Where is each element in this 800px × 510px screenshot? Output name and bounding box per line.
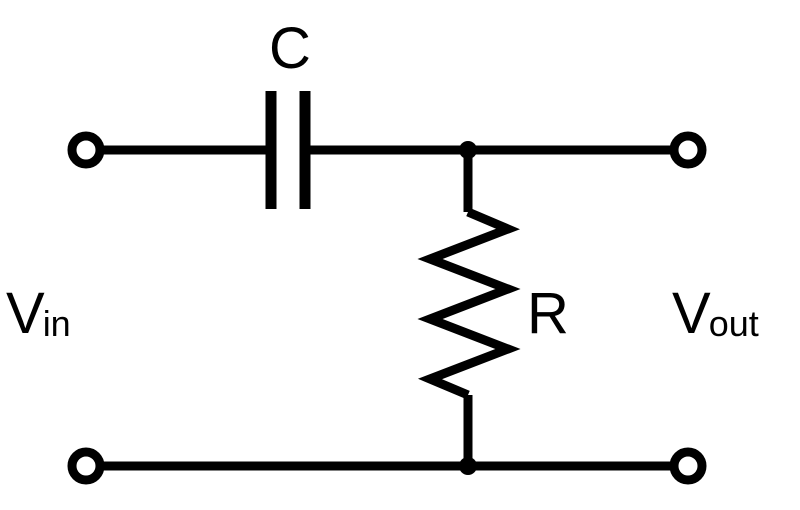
input-voltage-subscript: in	[43, 303, 71, 344]
terminal-output-top	[669, 131, 707, 169]
resistor-zigzag	[417, 207, 521, 400]
input-voltage-main: V	[6, 281, 45, 346]
input-voltage-label: Vin	[6, 281, 71, 346]
junction-top	[459, 141, 477, 159]
capacitor-label: C	[269, 16, 311, 81]
output-voltage-subscript: out	[709, 303, 759, 344]
terminal-input-top	[67, 131, 105, 169]
resistor-label: R	[527, 281, 569, 346]
output-voltage-main: V	[672, 281, 711, 346]
output-voltage-label: Vout	[672, 281, 759, 346]
terminal-output-bottom	[669, 447, 707, 485]
junction-bottom	[459, 457, 477, 475]
terminal-input-bottom	[67, 447, 105, 485]
